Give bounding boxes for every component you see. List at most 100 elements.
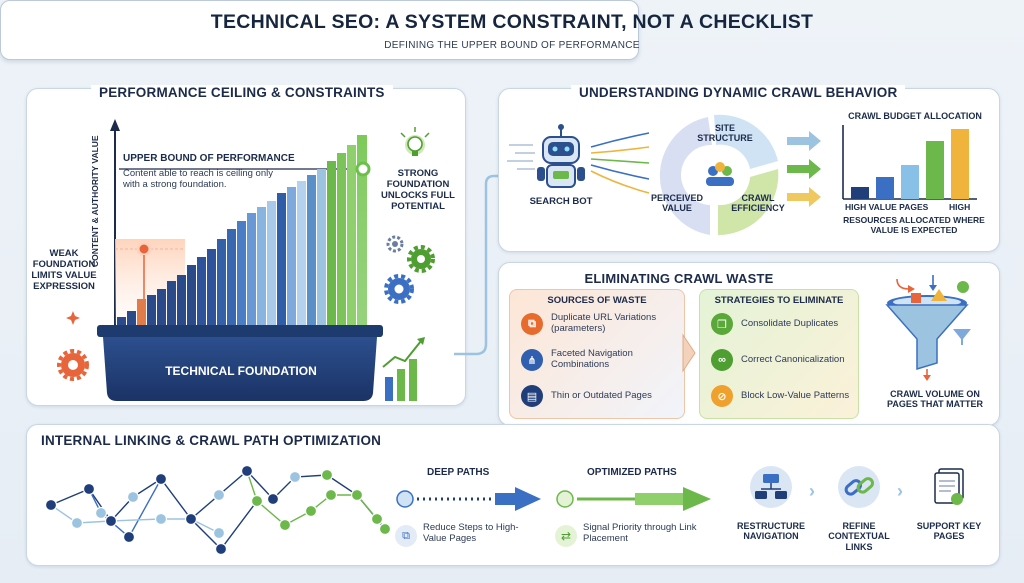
waste-source-item: ⋔ Faceted Navigation Combinations: [521, 348, 681, 371]
document-icon: ▤: [521, 385, 543, 407]
budget-bar: [901, 165, 919, 199]
gear-icon: [407, 245, 435, 273]
graph-node: [378, 522, 392, 536]
header-banner: TECHNICAL SEO: A SYSTEM CONSTRAINT, NOT …: [0, 0, 813, 60]
graph-node: [320, 468, 334, 482]
graph-node: [122, 530, 136, 544]
value-bars: [117, 135, 367, 329]
growth-chart-icon: [382, 337, 425, 401]
graph-node: [214, 542, 228, 556]
chevron-right-icon: ›: [809, 481, 815, 501]
strong-foundation-label: STRONG FOUNDATION UNLOCKS FULL POTENTIAL: [381, 168, 455, 212]
performance-ceiling-panel: PERFORMANCE CEILING & CONSTRAINTS CONTEN…: [26, 85, 466, 406]
budget-bars: [851, 129, 969, 199]
deep-paths-note: Reduce Steps to High-Value Pages: [423, 522, 519, 544]
page-subtitle: DEFINING THE UPPER BOUND OF PERFORMANCE: [384, 40, 640, 51]
budget-bar: [851, 187, 869, 199]
cycle-perceived-value: PERCEIVED VALUE: [650, 193, 703, 214]
cycle-crawl-efficiency: CRAWL EFFICIENCY: [731, 193, 785, 214]
gear-icon: [384, 274, 414, 304]
budget-axis-left: HIGH VALUE PAGES: [845, 202, 929, 212]
cycle-site-structure: SITE STRUCTURE: [697, 123, 753, 144]
waste-source-item: ⧉ Duplicate URL Variations (parameters): [521, 312, 681, 335]
graph-node: [70, 516, 84, 530]
block-icon: ⊘: [711, 385, 733, 407]
optimized-paths-note: Signal Priority through Link Placement: [583, 522, 697, 544]
budget-bar: [876, 177, 894, 199]
step-support: SUPPORT KEY PAGES: [911, 463, 987, 553]
link-small-icon: ⧉: [395, 525, 417, 547]
users-icon: [706, 162, 734, 186]
upper-bound-note: Content able to reach is ceiling only wi…: [123, 168, 273, 190]
waste-strategy-item: ❐ Consolidate Duplicates: [711, 313, 851, 335]
graph-node: [324, 488, 338, 502]
nodes-icon: ⋔: [521, 349, 543, 371]
deep-path-arrow: [396, 487, 541, 511]
graph-node: [240, 464, 254, 478]
budget-bar: [926, 141, 944, 199]
budget-bar: [951, 129, 969, 199]
waste-source-item: ▤ Thin or Outdated Pages: [521, 385, 681, 407]
graph-node: [94, 506, 108, 520]
crawl-behavior-panel: UNDERSTANDING DYNAMIC CRAWL BEHAVIOR: [498, 85, 1000, 252]
sparkle-icon: [66, 311, 80, 325]
graph-node: [104, 514, 118, 528]
sources-title: SOURCES OF WASTE: [547, 295, 647, 306]
graph-node: [212, 526, 226, 540]
panel-title: PERFORMANCE CEILING & CONSTRAINTS: [91, 85, 393, 100]
graph-node: [212, 488, 226, 502]
waste-strategy-item: ⊘ Block Low-Value Patterns: [711, 385, 851, 407]
optimized-paths-label: OPTIMIZED PATHS: [587, 467, 677, 478]
graph-node: [184, 512, 198, 526]
performance-chart: [57, 119, 435, 401]
graph-node: [154, 472, 168, 486]
waste-strategy-item: ∞ Correct Canonicalization: [711, 349, 851, 371]
link-icon: ∞: [711, 349, 733, 371]
optimized-path-arrow: [556, 487, 711, 511]
step-refine: REFINE CONTEXTUAL LINKS: [821, 463, 897, 553]
graph-node: [126, 490, 140, 504]
weak-foundation-label: WEAK FOUNDATION LIMITS VALUE EXPRESSION: [31, 248, 97, 292]
sources-arrow: [682, 333, 696, 373]
gear-icon: [57, 349, 89, 381]
sitemap-icon: [750, 466, 792, 508]
funnel-caption: CRAWL VOLUME ON PAGES THAT MATTER: [887, 389, 983, 410]
graph-node: [154, 512, 168, 526]
chain-icon: [838, 466, 880, 508]
panel-title: INTERNAL LINKING & CRAWL PATH OPTIMIZATI…: [41, 433, 382, 448]
upper-bound-label: UPPER BOUND OF PERFORMANCE: [123, 153, 295, 164]
pages-icon: [934, 468, 964, 505]
graph-node: [250, 494, 264, 508]
crawl-cycle: [659, 114, 779, 236]
graph-node: [350, 488, 364, 502]
budget-axis-right: HIGH: [949, 202, 971, 212]
technical-foundation-label: TECHNICAL FOUNDATION: [165, 364, 317, 378]
step-restructure: RESTRUCTURE NAVIGATION: [733, 463, 809, 553]
link-icon: ⧉: [521, 313, 543, 335]
link-network-graph: [44, 464, 392, 556]
graph-node: [288, 470, 302, 484]
graph-nodes: [44, 464, 392, 556]
strategies-title: STRATEGIES TO ELIMINATE: [714, 295, 844, 306]
internal-linking-panel: INTERNAL LINKING & CRAWL PATH OPTIMIZATI…: [26, 424, 1000, 566]
budget-caption: RESOURCES ALLOCATED WHERE VALUE IS EXPEC…: [843, 215, 985, 235]
graph-node: [44, 498, 58, 512]
chevron-right-icon: ›: [897, 481, 903, 501]
graph-node: [304, 504, 318, 518]
deep-paths-label: DEEP PATHS: [427, 467, 490, 478]
graph-node: [370, 512, 384, 526]
graph-node: [82, 482, 96, 496]
graph-node: [278, 518, 292, 532]
flow-arrows: [787, 131, 821, 207]
panel-title: UNDERSTANDING DYNAMIC CRAWL BEHAVIOR: [571, 85, 906, 100]
crawl-waste-panel: ELIMINATING CRAWL WASTE SOURCES OF WASTE…: [498, 262, 1000, 426]
crawl-diagram: [507, 114, 977, 236]
budget-title: CRAWL BUDGET ALLOCATION: [848, 111, 982, 121]
swap-icon: ⇄: [555, 525, 577, 547]
copy-icon: ❐: [711, 313, 733, 335]
gear-icon: [386, 235, 404, 253]
search-bot-label: SEARCH BOT: [529, 196, 593, 207]
lightbulb-icon: [400, 127, 430, 156]
page-title: TECHNICAL SEO: A SYSTEM CONSTRAINT, NOT …: [210, 11, 814, 33]
graph-node: [266, 492, 280, 506]
